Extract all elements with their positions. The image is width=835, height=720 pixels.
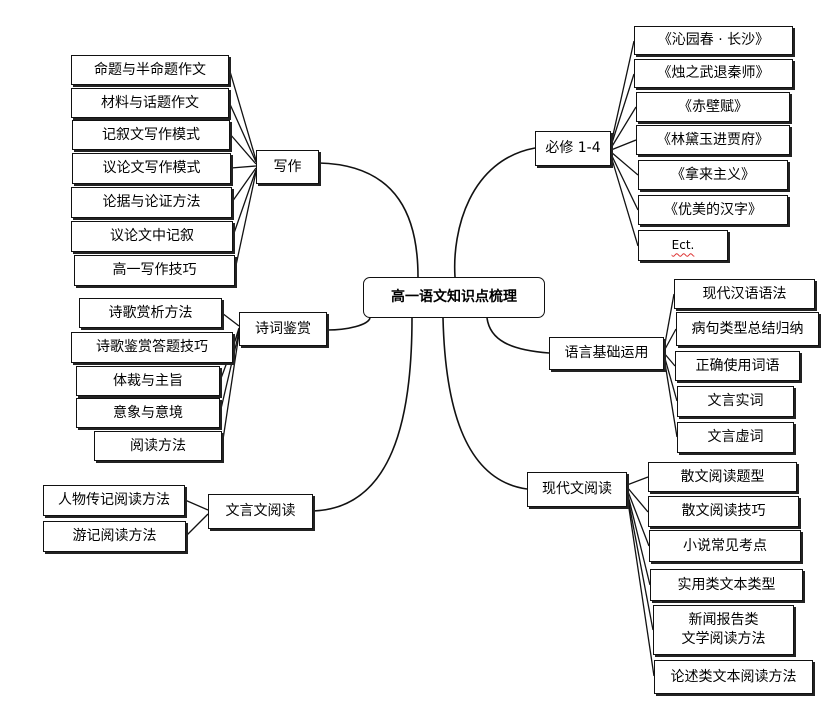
modern-item-line-2: 文学阅读方法 xyxy=(681,631,766,647)
topic-language: 语言基础运用 xyxy=(549,337,664,370)
poetry-item: 意象与意境 xyxy=(76,398,220,428)
writing-item: 材料与话题作文 xyxy=(71,88,229,118)
etc-label: Ect. xyxy=(671,238,695,253)
required-item: 《林黛玉进贾府》 xyxy=(636,125,790,155)
modern-item: 小说常见考点 xyxy=(649,530,801,562)
fan-language xyxy=(663,293,678,438)
topic-writing: 写作 xyxy=(256,150,319,184)
branch-language xyxy=(486,317,550,354)
fan-modern xyxy=(626,476,655,677)
modern-item-news: 新闻报告类 文学阅读方法 xyxy=(653,605,794,655)
topic-classical: 文言文阅读 xyxy=(208,494,313,529)
topic-poetry: 诗词鉴赏 xyxy=(239,312,327,346)
modern-item-line-1: 新闻报告类 xyxy=(688,612,759,629)
modern-item: 实用类文本类型 xyxy=(650,569,803,601)
root-node: 高一语文知识点梳理 xyxy=(363,277,545,318)
branch-poetry xyxy=(326,317,371,331)
language-item: 病句类型总结归纳 xyxy=(676,312,819,346)
branch-modern xyxy=(442,317,528,490)
poetry-item: 体裁与主旨 xyxy=(76,366,220,396)
branch-required xyxy=(453,147,536,278)
language-item: 现代汉语语法 xyxy=(674,279,815,309)
writing-item: 议论文写作模式 xyxy=(72,153,231,184)
required-item-etc: Ect. xyxy=(638,230,728,261)
branch-classical xyxy=(312,317,413,512)
topic-modern: 现代文阅读 xyxy=(527,472,627,507)
fan-required xyxy=(610,40,639,247)
writing-item: 议论文中记叙 xyxy=(71,221,233,252)
classical-item: 游记阅读方法 xyxy=(43,521,186,552)
required-item: 《赤壁赋》 xyxy=(636,92,790,122)
branch-writing xyxy=(318,162,419,278)
modern-item: 散文阅读题型 xyxy=(648,462,797,492)
language-item: 文言虚词 xyxy=(677,422,794,453)
modern-item: 论述类文本阅读方法 xyxy=(654,660,813,694)
required-item: 《沁园春 · 长沙》 xyxy=(634,26,793,55)
language-item: 正确使用词语 xyxy=(675,351,800,381)
writing-item: 论据与论证方法 xyxy=(71,187,232,218)
fan-classical xyxy=(184,499,209,537)
language-item: 文言实词 xyxy=(677,386,794,417)
required-item: 《拿来主义》 xyxy=(638,160,788,190)
required-item: 《优美的汉字》 xyxy=(638,195,788,225)
modern-item: 散文阅读技巧 xyxy=(648,496,799,527)
topic-required: 必修 1-4 xyxy=(535,131,611,166)
writing-item: 命题与半命题作文 xyxy=(71,55,229,85)
fan-writing xyxy=(228,67,257,271)
classical-item: 人物传记阅读方法 xyxy=(43,485,185,516)
writing-item: 记叙文写作模式 xyxy=(72,120,230,150)
writing-item: 高一写作技巧 xyxy=(74,255,235,286)
poetry-item: 诗歌赏析方法 xyxy=(79,298,222,328)
poetry-item: 诗歌鉴赏答题技巧 xyxy=(71,332,233,363)
required-item: 《烛之武退秦师》 xyxy=(634,59,793,88)
poetry-item: 阅读方法 xyxy=(94,431,222,461)
